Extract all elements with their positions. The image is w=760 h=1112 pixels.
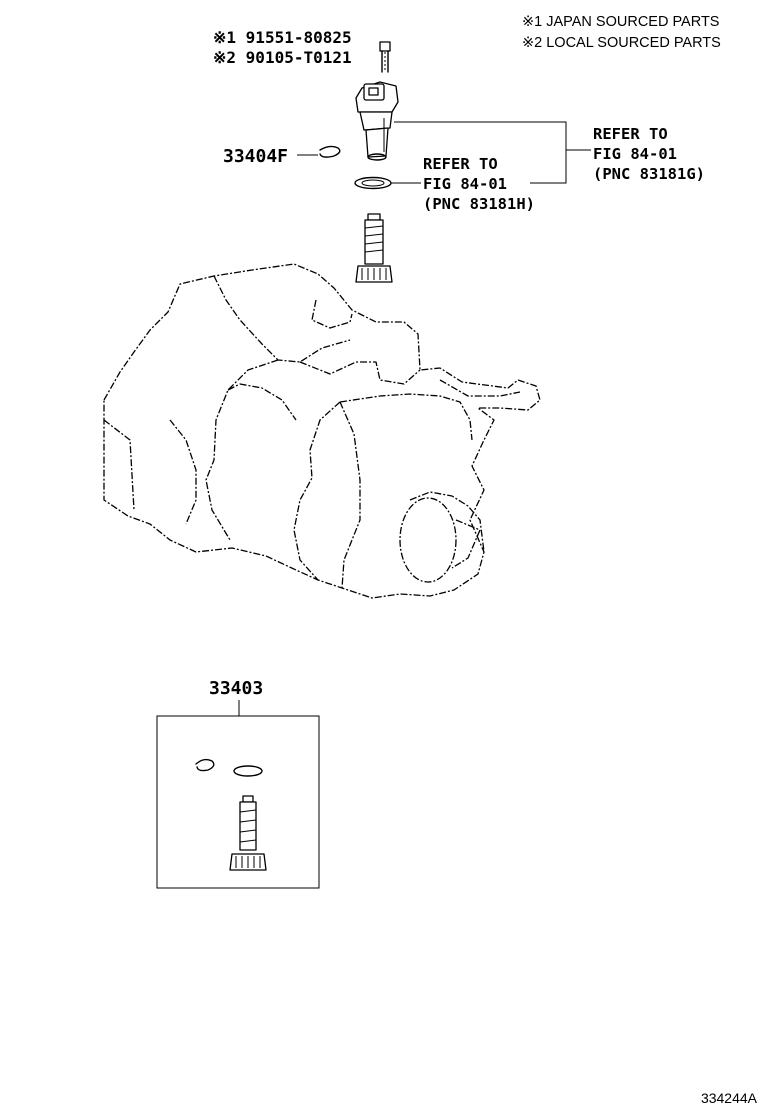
upper-reference-leader [394, 121, 591, 184]
kit-clip-icon [195, 758, 215, 772]
lower-reference-pnc[interactable]: (PNC 83181H) [423, 195, 535, 213]
part-number-kit[interactable]: 33403 [209, 678, 263, 699]
upper-reference-fig[interactable]: FIG 84-01 [593, 145, 677, 163]
driven-gear-icon [355, 213, 393, 283]
part-number-bolt-local[interactable]: ※2 90105-T0121 [213, 48, 352, 67]
upper-reference-refer[interactable]: REFER TO [593, 125, 668, 143]
kit-o-ring-icon [233, 765, 263, 777]
legend-local-sourced: ※2 LOCAL SOURCED PARTS [522, 35, 721, 51]
speed-sensor-icon [355, 81, 399, 161]
transaxle-assembly-icon [103, 263, 541, 599]
kit-group[interactable]: 33403 [156, 678, 320, 889]
lower-reference-refer[interactable]: REFER TO [423, 155, 498, 173]
legend: ※1 JAPAN SOURCED PARTS ※2 LOCAL SOURCED … [522, 14, 721, 51]
lower-reference-fig[interactable]: FIG 84-01 [423, 175, 507, 193]
bolt-part-numbers[interactable]: ※1 91551-80825 ※2 90105-T0121 [213, 28, 352, 67]
clip-group[interactable]: 33404F [223, 145, 341, 167]
o-ring-icon [354, 176, 421, 190]
clip-icon [319, 145, 341, 158]
kit-box [156, 715, 320, 889]
kit-gear-icon [229, 795, 267, 871]
upper-reference[interactable]: REFER TO FIG 84-01 (PNC 83181G) [593, 125, 705, 183]
part-number-bolt-japan[interactable]: ※1 91551-80825 [213, 28, 352, 47]
lower-reference[interactable]: REFER TO FIG 84-01 (PNC 83181H) [423, 155, 535, 213]
bolt-icon [379, 41, 391, 73]
illustration-id: 334244A [701, 1090, 758, 1106]
part-number-clip[interactable]: 33404F [223, 146, 288, 167]
legend-japan-sourced: ※1 JAPAN SOURCED PARTS [522, 14, 719, 30]
upper-reference-pnc[interactable]: (PNC 83181G) [593, 165, 705, 183]
